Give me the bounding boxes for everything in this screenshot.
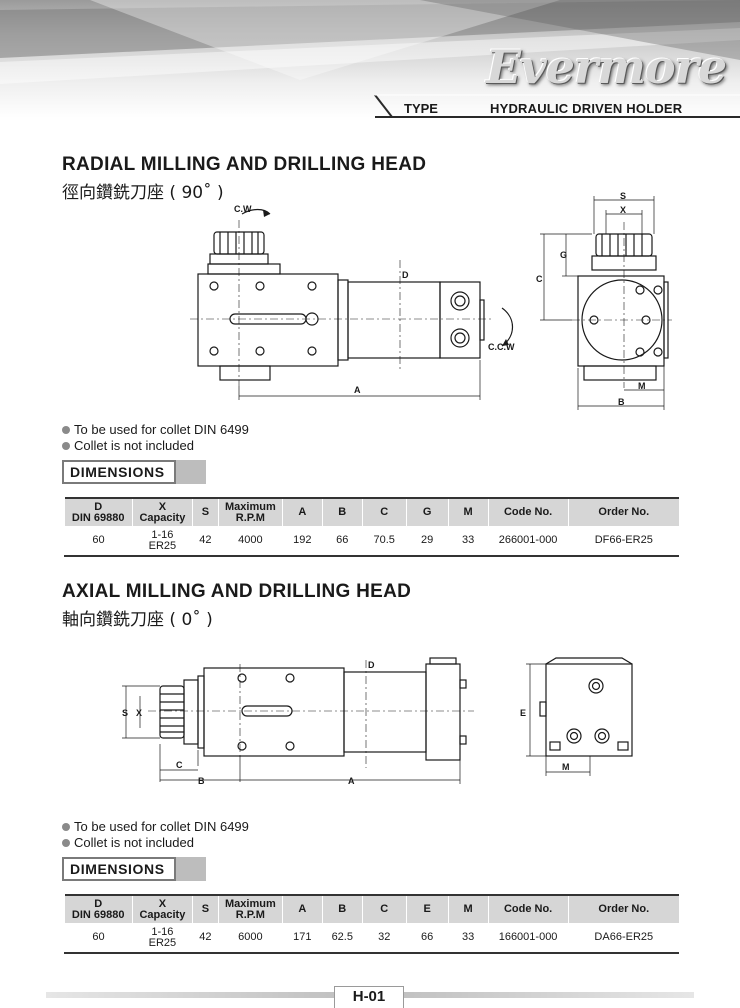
radial-section-subtitle: 徑向鑽銑刀座 ( 90˚ ): [62, 183, 224, 203]
radial-d-label: D: [402, 270, 409, 280]
radial-x-label: X: [620, 205, 626, 215]
cell-order: DF66-ER25: [567, 526, 679, 557]
col-header-s: S: [191, 497, 219, 526]
radial-cw-label: C.W: [234, 204, 252, 214]
bullet-dot-icon: [62, 823, 70, 831]
col-header-g: G: [405, 497, 449, 526]
cell-m: 33: [447, 526, 489, 557]
col-header-c: C: [361, 497, 407, 526]
radial-s-label: S: [620, 191, 626, 201]
cell-s: 42: [191, 923, 219, 954]
col-header-m: M: [447, 894, 489, 923]
radial-section-title: RADIAL MILLING AND DRILLING HEAD: [62, 154, 427, 175]
radial-dimensions-tab: DIMENSIONS: [62, 460, 206, 484]
axial-section-subtitle: 軸向鑽銑刀座 ( 0˚ ): [62, 610, 213, 630]
col-header-m: M: [447, 497, 489, 526]
cell-e: 66: [405, 923, 449, 954]
table-row: 60 1-16 ER25 42 6000 171 62.5 32 66 33 1…: [64, 923, 679, 954]
axial-b-label: B: [198, 776, 205, 786]
radial-m-label: M: [638, 381, 646, 391]
radial-front-view-drawing: S X G C M B: [536, 191, 672, 410]
axial-a-label: A: [348, 776, 355, 786]
banner-swoosh-graphic: [0, 0, 740, 118]
cell-x: 1-16 ER25: [131, 923, 193, 954]
col-header-e: E: [405, 894, 449, 923]
radial-c-label: C: [536, 274, 543, 284]
cell-d: 60: [64, 923, 133, 954]
axial-side-view-drawing: S X D C B A: [122, 657, 474, 786]
cell-s: 42: [191, 526, 219, 557]
axial-s-label: S: [122, 708, 128, 718]
type-label: TYPE: [404, 101, 438, 116]
cell-order: DA66-ER25: [567, 923, 679, 954]
col-header-b: B: [321, 497, 363, 526]
axial-front-view-drawing: E M: [520, 657, 633, 776]
cell-b: 66: [321, 526, 363, 557]
col-header-order: Order No.: [567, 497, 679, 526]
page-number: H-01: [334, 986, 404, 1008]
axial-e-label: E: [520, 708, 526, 718]
cell-x: 1-16 ER25: [131, 526, 193, 557]
radial-dimensions-label: DIMENSIONS: [62, 460, 176, 484]
cell-d: 60: [64, 526, 133, 557]
axial-section-title: AXIAL MILLING AND DRILLING HEAD: [62, 581, 412, 602]
col-header-b: B: [321, 894, 363, 923]
cell-b: 62.5: [321, 923, 363, 954]
cell-code: 266001-000: [487, 526, 569, 557]
axial-note-item: To be used for collet DIN 6499: [62, 819, 249, 835]
radial-a-label: A: [354, 385, 361, 395]
col-header-code: Code No.: [487, 894, 569, 923]
axial-m-label: M: [562, 762, 570, 772]
radial-note-item: To be used for collet DIN 6499: [62, 422, 249, 438]
cell-rpm: 4000: [217, 526, 283, 557]
axial-x-label: X: [136, 708, 142, 718]
radial-g-label: G: [560, 250, 567, 260]
cell-a: 171: [281, 923, 323, 954]
cell-a: 192: [281, 526, 323, 557]
header-banner: Evermore TYPE HYDRAULIC DRIVEN HOLDER: [0, 0, 740, 118]
axial-c-label: C: [176, 760, 183, 770]
axial-d-label: D: [368, 660, 375, 670]
cell-c: 32: [361, 923, 407, 954]
type-value: HYDRAULIC DRIVEN HOLDER: [490, 101, 683, 116]
axial-note-item: Collet is not included: [62, 835, 249, 851]
col-header-a: A: [281, 497, 323, 526]
table-row: 60 1-16 ER25 42 4000 192 66 70.5 29 33 2…: [64, 526, 679, 557]
bullet-dot-icon: [62, 442, 70, 450]
cell-c: 70.5: [361, 526, 407, 557]
radial-b-label: B: [618, 397, 625, 407]
radial-notes: To be used for collet DIN 6499 Collet is…: [62, 422, 249, 454]
radial-side-view-drawing: C.W C.C.W D A: [190, 204, 515, 400]
axial-dimensions-tab: DIMENSIONS: [62, 857, 206, 881]
radial-note-item: Collet is not included: [62, 438, 249, 454]
cell-rpm: 6000: [217, 923, 283, 954]
cell-g: 29: [405, 526, 449, 557]
bullet-dot-icon: [62, 426, 70, 434]
col-header-a: A: [281, 894, 323, 923]
brand-logo: Evermore: [486, 40, 727, 94]
col-header-s: S: [191, 894, 219, 923]
col-header-c: C: [361, 894, 407, 923]
cell-m: 33: [447, 923, 489, 954]
cell-code: 166001-000: [487, 923, 569, 954]
col-header-code: Code No.: [487, 497, 569, 526]
col-header-order: Order No.: [567, 894, 679, 923]
radial-ccw-label: C.C.W: [488, 342, 515, 352]
axial-dimensions-label: DIMENSIONS: [62, 857, 176, 881]
axial-notes: To be used for collet DIN 6499 Collet is…: [62, 819, 249, 851]
bullet-dot-icon: [62, 839, 70, 847]
